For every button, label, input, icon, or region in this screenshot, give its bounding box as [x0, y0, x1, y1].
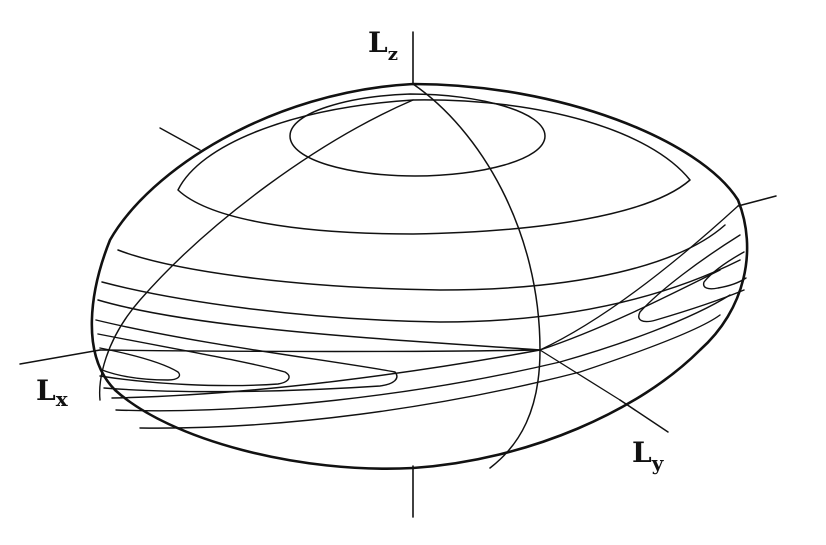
ly-axis-inner [539, 349, 621, 401]
meridian-front [412, 83, 541, 469]
orbit-top-small [289, 93, 546, 177]
lz-label: Lz [368, 26, 398, 65]
meridian-back [98, 99, 414, 401]
lx-axis-far [737, 195, 777, 207]
separatrix-upper [97, 299, 541, 351]
orbit-latitude-4 [101, 259, 741, 323]
separatrix-right-upper [539, 269, 721, 351]
orbit-lower-2 [139, 314, 721, 429]
lx-orbit-middle [97, 333, 290, 387]
ly-axis-back [159, 127, 201, 151]
far-lx-orbit-outer [638, 234, 745, 323]
orbit-latitude-3 [117, 224, 726, 291]
far-lx-orbit-inner [702, 251, 747, 290]
lx-orbit-outer [95, 319, 398, 393]
lx-axis-surface [99, 349, 541, 353]
orbit-lower-1 [115, 294, 731, 412]
lx-orbit-inner [99, 347, 181, 381]
ly-label: Ly [632, 436, 665, 475]
ellipsoid-outline [90, 82, 749, 470]
orbit-top-medium [177, 99, 691, 235]
separatrix-lower [111, 349, 541, 399]
lx-label: Lx [36, 374, 69, 411]
lx-axis-outer [19, 349, 101, 365]
lx-axis-surface-right [539, 205, 739, 351]
